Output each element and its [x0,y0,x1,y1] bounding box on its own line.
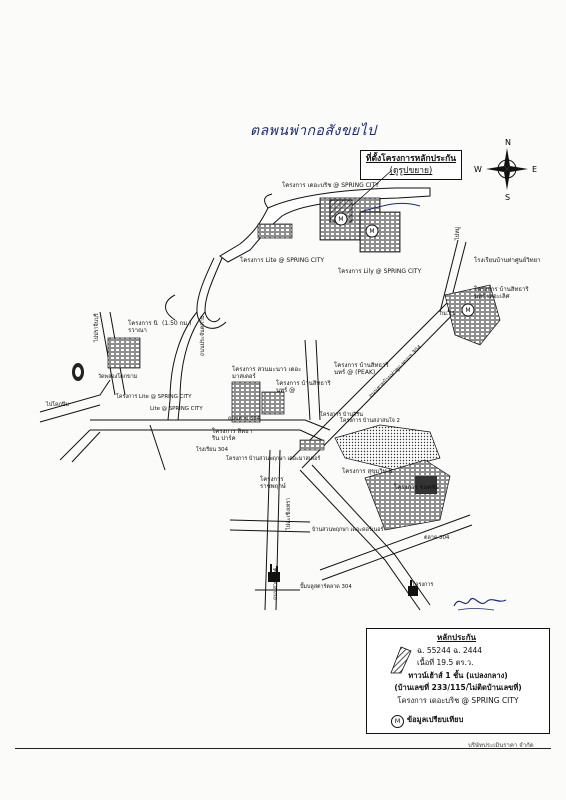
label-road-prachin: ถนนประจันตคาม [200,315,206,356]
label-sittarin-2: โครงการ บ้านสิทธารินทร์ @ [276,380,331,394]
label-chokchai: โครงการ ชอคชัย [394,484,439,491]
label-market-304: ตลาด 304 [424,535,450,541]
handwritten-title: ตลพนพ่ากอสังขยไป [250,123,377,139]
label-sittarin-park: โครงการ สิทธาริน ปาร์ค [212,428,253,442]
factory-icon [268,564,280,582]
compass-icon: N S E W [474,138,537,202]
collateral-legend: หลักประกัน ฉ. 55244 ฉ. 2444 เนื้อที่ 19.… [366,628,550,734]
ink-stroke [359,202,421,213]
legend-building: ทาวน์เฮ้าส์ 1 ชั้น (แปลงกลาง) [408,671,508,680]
callout-subtitle: (ดูรูปขยาย) [389,166,433,176]
marker-m1: M [338,216,343,223]
building-icon [408,580,418,596]
label-spring-city: โครงการ เดอะบริช @ SPRING CITY [282,182,379,189]
temple-icon [72,363,84,381]
label-baan-sirin: โครงการ บ้านสิริน [320,412,363,418]
label-lily: โครงการ Lily @ SPRING CITY [338,268,422,275]
compass-n: N [505,138,511,147]
signature [453,598,507,611]
compass-w: W [474,165,482,174]
label-north-road: ไปหมู่ [455,226,461,240]
compass-s: S [505,193,510,202]
label-ratchapruek: โครงการ ราชพฤกษ์ [260,476,286,490]
label-sukhumvit: โครงการ สุขุมวิท 8 [342,468,393,475]
label-south-road: ไปฉะเชิงเทรา [286,497,292,530]
label-gas-304: ปั๊มบลูสตาร์ตลาด 304 [300,584,352,590]
legend-title: หลักประกัน [437,633,477,642]
label-project-bottom: โครงการ [412,582,434,588]
label-prachinburi: ไปปราจีนบุรี [94,313,100,342]
legend-marker-label: ข้อมูลเปรียบเทียบ [407,715,464,724]
label-savanna: โครงการ สวนมะนาว เดอะมาสเตอร์ [232,366,302,380]
label-road-304-2: ถนนสาย 304 [228,416,261,422]
label-nirvana: โครงการ นิรวาณา [128,320,158,334]
compass-e: E [532,165,537,174]
legend-marker-icon: M [391,715,404,728]
legend-address: (บ้านเลขที่ 233/115/ไม่ติดบ้านเลขที่) [394,683,522,692]
label-wat: วัดพลองโคกขาม [98,374,138,380]
label-lite: โครงการ Lite @ SPRING CITY [240,257,325,264]
label-west-road: ไปโคกปีบ [46,402,69,408]
collateral-hatch-icon [390,646,412,674]
label-lite-2: Lite @ SPRING CITY [150,406,203,412]
legend-deed: ฉ. 55244 ฉ. 2444 [417,646,483,655]
label-suan-pruksa: โครงการ บ้านสวนพฤกษา เดอะมาสเตอร์ [226,456,321,462]
page-bottom-rule [15,748,551,749]
comparison-markers: M M M [334,212,475,317]
marker-m3: M [465,307,470,314]
legend-project: โครงการ เดอะบริช @ SPRING CITY [397,696,519,705]
collateral-callout: ที่ตั้งโครงการหลักประกัน (ดูรูปขยาย) [360,150,462,180]
label-sittarin: โครงการ บ้านสิทธารินทร์ เดอะเลิศ [474,286,529,300]
label-school-304: โรงเรียน 304 [196,447,229,453]
label-road-304: ถนนสาย 304 [273,567,279,600]
marker-m2: M [369,228,374,235]
label-lite-3: โครงการ Lite @ SPRING CITY [116,394,192,400]
legend-area: เนื้อที่ 19.5 ตร.ว. [417,658,474,667]
label-peak: โครงการ บ้านสิทธารินทร์ @ (PEAK) [334,362,389,376]
callout-pointer [351,169,393,207]
label-suan-pruksa-2: บ้านสวนพฤกษา เดอะคอร์เนอร์ [312,527,384,533]
label-km: กม.11 [440,311,456,317]
project-blocks [107,197,501,531]
label-school: โรงเรียนบ้านท่าศูนย์วิทยา [474,257,541,264]
road-network [39,187,473,611]
label-distance: (1.50 กม.) [162,320,192,327]
company-stamp: บริษัทประเมินราคา จำกัด [468,742,534,749]
callout-title: ที่ตั้งโครงการหลักประกัน [365,154,457,164]
label-sangsana: โครงการ บ้านสง่าสนใจ 2 [340,418,400,424]
